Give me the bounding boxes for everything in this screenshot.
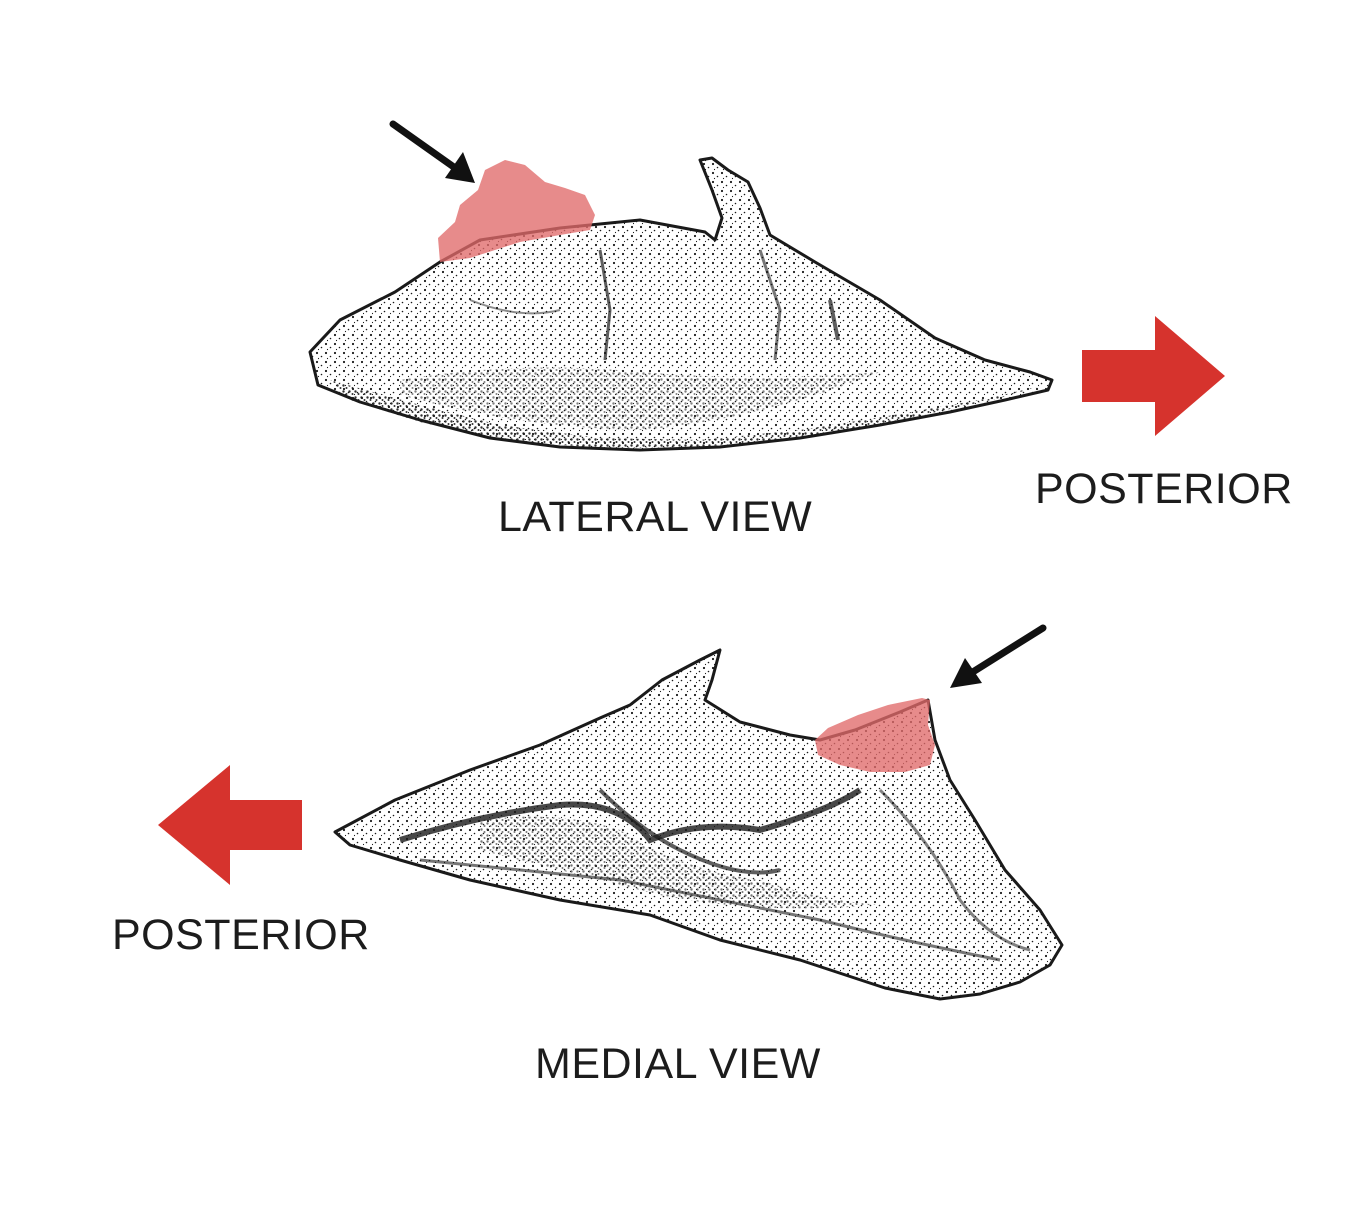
- medial-view-bone: [333, 648, 1064, 1001]
- lateral-bone-lower-mass: [400, 367, 880, 430]
- lateral-bone-ridge-3: [828, 299, 840, 341]
- lateral-view-bone: [308, 156, 1054, 452]
- medial-bone-ridge-1: [399, 787, 862, 844]
- posterior-label-left: POSTERIOR: [112, 911, 370, 959]
- lateral-bone-shadow: [330, 380, 1040, 448]
- medial-highlight: [815, 698, 935, 772]
- pointer-arrow-icon: [389, 120, 475, 183]
- medial-bone-ridge-3: [598, 788, 781, 875]
- lateral-highlight: [438, 160, 595, 262]
- posterior-label-right: POSTERIOR: [1035, 465, 1293, 513]
- lateral-view-label: LATERAL VIEW: [498, 493, 813, 541]
- arrow-left-icon: [158, 765, 302, 885]
- lateral-bone-ridge-4: [469, 299, 561, 315]
- pointer-arrow-icon: [950, 624, 1047, 688]
- medial-bone-ridge-4: [878, 788, 1031, 952]
- medial-bone-shadow: [480, 816, 880, 909]
- lateral-bone-ridge-1: [598, 249, 612, 361]
- medial-view-label: MEDIAL VIEW: [535, 1040, 821, 1088]
- arrow-right-icon: [1082, 316, 1225, 436]
- lateral-bone-ridge-2: [758, 249, 782, 361]
